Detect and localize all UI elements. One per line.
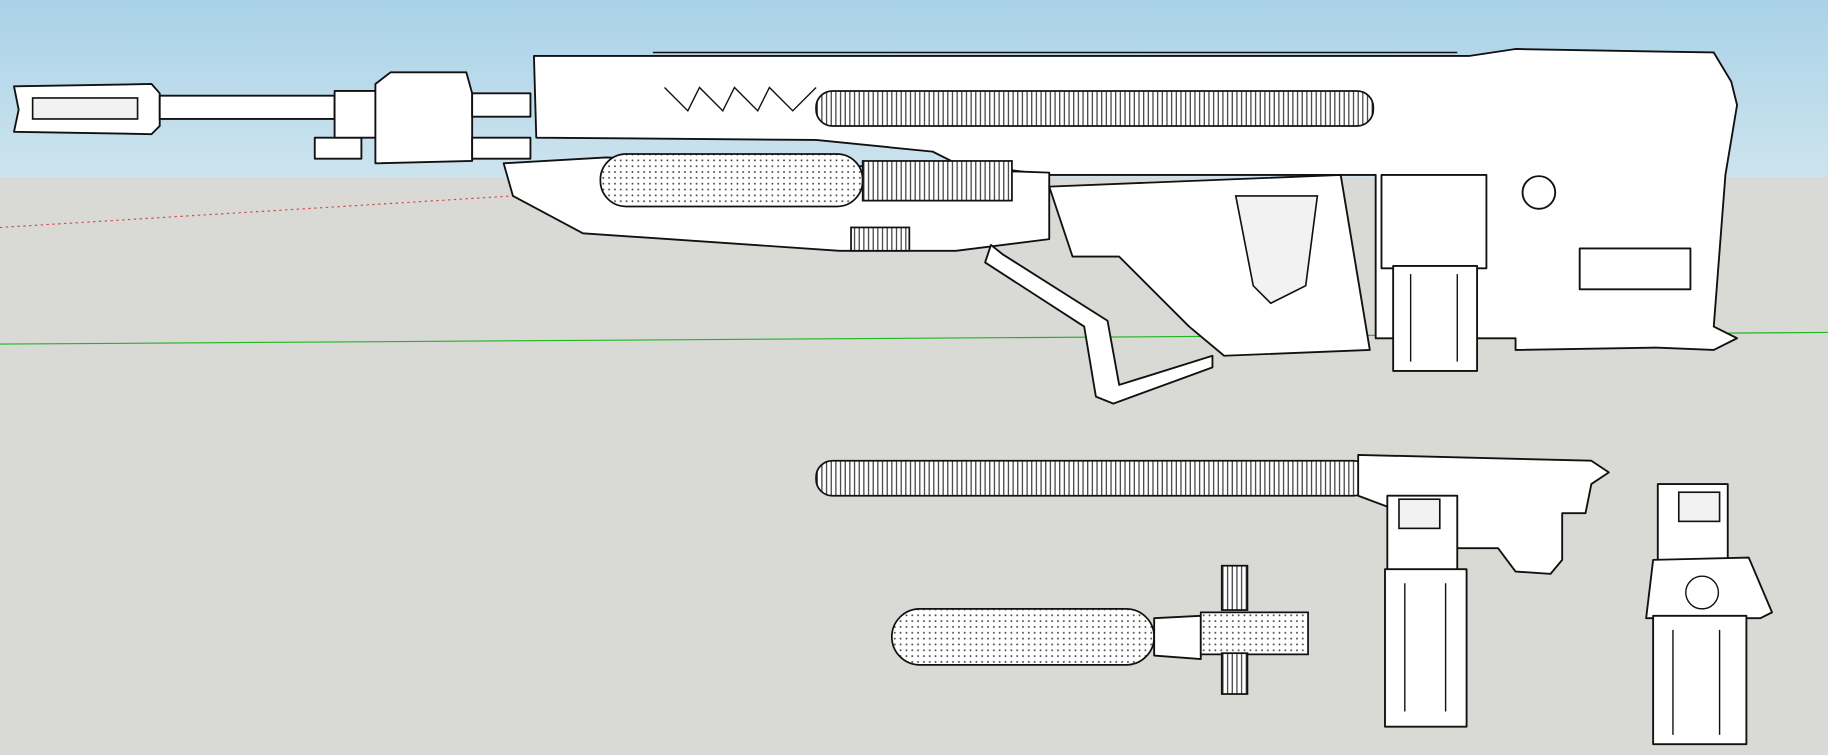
magazine-block[interactable] (1645, 483, 1773, 746)
trigger-group[interactable] (1384, 494, 1468, 728)
spring-rod[interactable] (815, 453, 1610, 575)
air-cylinder[interactable] (890, 564, 1309, 695)
rifle-assembly[interactable] (13, 48, 1738, 405)
red-axis (0, 195, 513, 229)
